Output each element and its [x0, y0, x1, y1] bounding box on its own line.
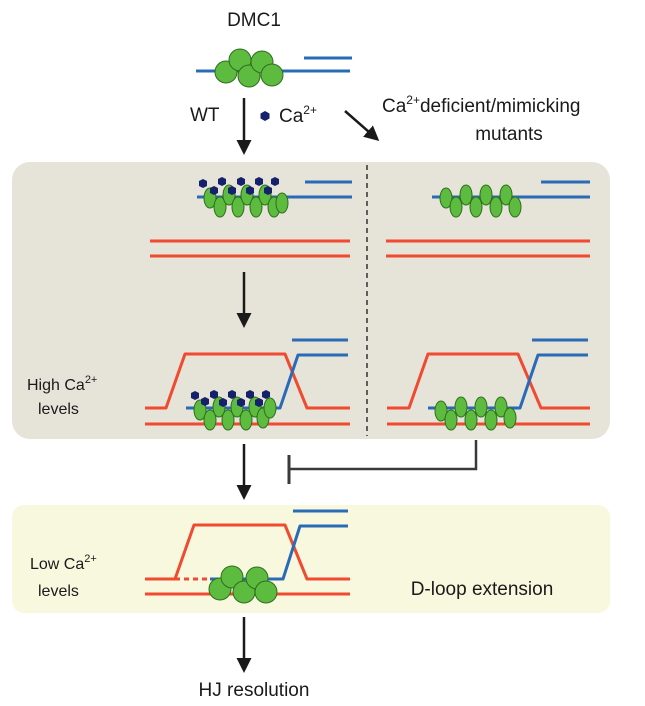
dloop-extension-label: D-loop extension: [411, 579, 554, 600]
high-calcium-panel: [12, 162, 610, 439]
wt-filament-calcium: [197, 177, 352, 218]
arrow-mutants: [344, 110, 380, 141]
calcium-ion-icon: [260, 111, 270, 121]
mutants-label-line1: Ca2+deficient/mimicking: [382, 93, 580, 117]
protein-label: DMC1: [227, 10, 281, 31]
wt-duplex: [150, 239, 350, 258]
low-calcium-label-line2: levels: [38, 583, 79, 600]
mutant-duplex: [386, 239, 590, 258]
low-calcium-panel: [12, 505, 610, 613]
mutants-label-line2: mutants: [475, 124, 543, 145]
wt-label: WT: [190, 105, 220, 126]
mutant-inhibition-symbol: [287, 440, 478, 484]
high-calcium-label-line1: High Ca2+: [27, 374, 97, 394]
top-dmc1-filament: [196, 48, 352, 88]
mutant-dloop: [387, 338, 590, 431]
low-calcium-label-line1: Low Ca2+: [30, 553, 97, 573]
mutant-filament: [432, 180, 590, 218]
hj-resolution-label: HJ resolution: [199, 680, 310, 701]
calcium-label: Ca2+: [279, 103, 317, 127]
high-calcium-label-line2: levels: [38, 401, 79, 418]
low-calcium-dloop: [145, 509, 350, 604]
wt-dloop-high-calcium: [145, 338, 350, 431]
